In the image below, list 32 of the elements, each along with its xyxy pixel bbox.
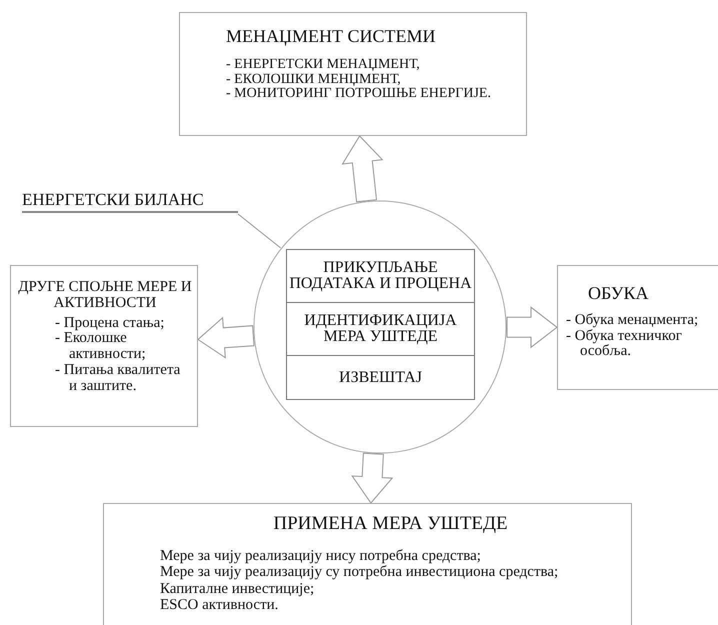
heading-label: ЕНЕРГЕТСКИ БИЛАНС — [22, 190, 238, 213]
box-text: ИДЕНТИФИКАЦИЈА МЕРА УШТЕДЕ — [303, 313, 458, 345]
box-heading: ДРУГЕ СПОЉНЕ МЕРЕ И АКТИВНОСТИ — [17, 280, 193, 312]
block-arrow — [342, 135, 384, 202]
list-item: - Еколошке активности; — [55, 331, 147, 363]
body-text: Капиталне инвестиције; — [160, 580, 316, 598]
box-heading: МЕНАЏМЕНТ СИСТЕМИ — [226, 27, 436, 46]
info-box — [179, 12, 527, 136]
block-arrow — [197, 316, 255, 359]
block-arrow — [506, 306, 558, 348]
process-box — [286, 303, 475, 356]
leader-line — [238, 214, 282, 248]
box-text: ПРИКУПЉАЊЕ ПОДАТАКА И ПРОЦЕНА — [288, 260, 473, 292]
body-text: Мере за чију реализацију су потребна инвестициона средства; — [160, 564, 560, 581]
list-item: - Обука техничког особља. — [566, 328, 683, 360]
info-box — [557, 265, 718, 390]
list-item: - ЕНЕРГЕТСКИ МЕНАЏМЕНТ, — [226, 58, 421, 73]
process-box — [286, 249, 475, 303]
list-item: - ЕКОЛОШКИ МЕНЏМЕНТ, — [226, 72, 402, 88]
list-item: - Обука менаџмента; — [566, 312, 700, 329]
box-text: ИЗВЕШТАЈ — [339, 370, 422, 386]
info-box — [103, 503, 632, 625]
box-heading: ПРИМЕНА МЕРА УШТЕДЕ — [272, 514, 509, 534]
list-item: - Питања квалитета и заштите. — [55, 362, 182, 394]
info-box — [10, 265, 198, 427]
process-box — [286, 356, 475, 400]
body-text: ESCO активности. — [160, 597, 280, 614]
body-text: Мере за чију реализацију нису потребна средства; — [160, 548, 482, 564]
block-arrow — [351, 452, 394, 504]
list-item: - Процена стања; — [55, 316, 166, 332]
box-heading: ОБУКА — [587, 284, 650, 303]
list-item: - МОНИТОРИНГ ПОТРОШЊЕ ЕНЕРГИЈЕ. — [226, 87, 492, 102]
